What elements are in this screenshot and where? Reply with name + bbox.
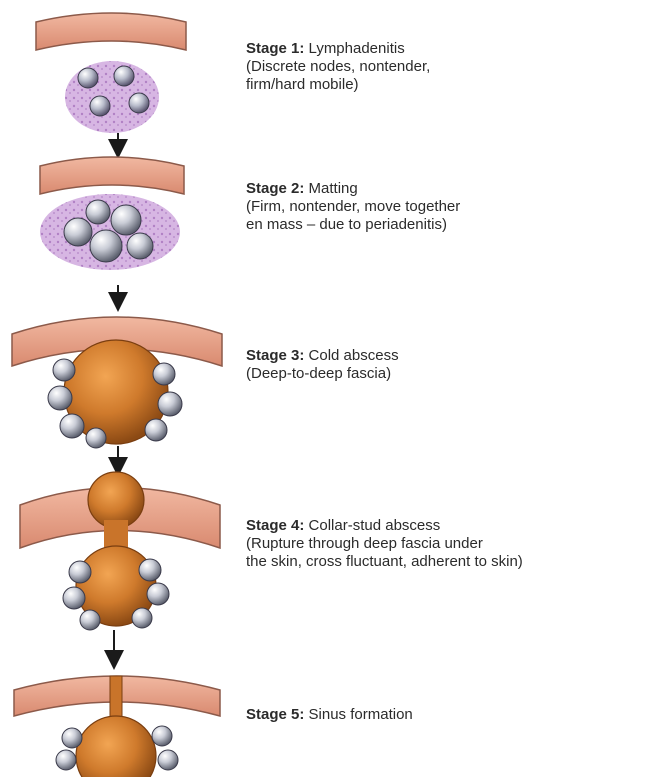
abscess-icon [88, 472, 144, 528]
lymph-node-icon [56, 750, 76, 770]
lymph-node-icon [63, 587, 85, 609]
skin-layer [40, 157, 184, 194]
lymph-node-icon [53, 359, 75, 381]
lymph-node-icon [48, 386, 72, 410]
abscess-icon [76, 716, 156, 777]
stage-title: Sinus formation [309, 706, 413, 723]
lymph-node-icon [64, 218, 92, 246]
stage-title: Cold abscess [309, 347, 399, 364]
stage-desc-line: the skin, cross fluctuant, adherent to s… [246, 553, 523, 571]
lymph-node-icon [129, 93, 149, 113]
stage-desc-line: en mass – due to periadenitis) [246, 216, 460, 234]
stage-label: Stage 1: [246, 40, 304, 57]
stage-desc-line: (Discrete nodes, nontender, [246, 58, 430, 76]
stage-desc-line: firm/hard mobile) [246, 76, 430, 94]
lymph-node-icon [90, 230, 122, 262]
lymph-node-icon [62, 728, 82, 748]
lymph-node-icon [86, 428, 106, 448]
stage-5-figure [14, 676, 220, 777]
stage-desc-line: (Deep-to-deep fascia) [246, 365, 399, 383]
stage-label: Stage 4: [246, 517, 304, 534]
lymph-node-icon [111, 205, 141, 235]
lymph-node-icon [158, 750, 178, 770]
stage-title: Lymphadenitis [309, 40, 405, 57]
stage-3-figure [12, 317, 222, 448]
stage-4-figure [20, 472, 220, 630]
stage-2-figure [40, 157, 184, 270]
lymph-node-icon [127, 233, 153, 259]
lymph-node-icon [153, 363, 175, 385]
lymph-node-icon [158, 392, 182, 416]
lymph-node-icon [86, 200, 110, 224]
lymph-node-icon [152, 726, 172, 746]
lymph-node-icon [78, 68, 98, 88]
stage-label: Stage 5: [246, 706, 304, 723]
stage-1-description: Stage 1: Lymphadenitis (Discrete nodes, … [246, 40, 430, 94]
stage-desc-line: (Firm, nontender, move together [246, 198, 460, 216]
skin-layer [36, 13, 186, 50]
lymph-node-icon [60, 414, 84, 438]
lymph-node-icon [132, 608, 152, 628]
lymph-node-icon [147, 583, 169, 605]
stage-3-description: Stage 3: Cold abscess (Deep-to-deep fasc… [246, 347, 399, 383]
lymph-node-icon [139, 559, 161, 581]
stage-label: Stage 3: [246, 347, 304, 364]
lymph-node-icon [90, 96, 110, 116]
stage-5-description: Stage 5: Sinus formation [246, 706, 413, 724]
stage-label: Stage 2: [246, 180, 304, 197]
lymph-node-icon [145, 419, 167, 441]
lymph-node-icon [69, 561, 91, 583]
stage-4-description: Stage 4: Collar-stud abscess (Rupture th… [246, 517, 523, 571]
stage-2-description: Stage 2: Matting (Firm, nontender, move … [246, 180, 460, 234]
stage-desc-line: (Rupture through deep fascia under [246, 535, 523, 553]
stage-1-figure [36, 13, 186, 133]
stage-title: Collar-stud abscess [309, 517, 441, 534]
stage-title: Matting [309, 180, 358, 197]
lymph-node-icon [114, 66, 134, 86]
lymph-node-icon [80, 610, 100, 630]
